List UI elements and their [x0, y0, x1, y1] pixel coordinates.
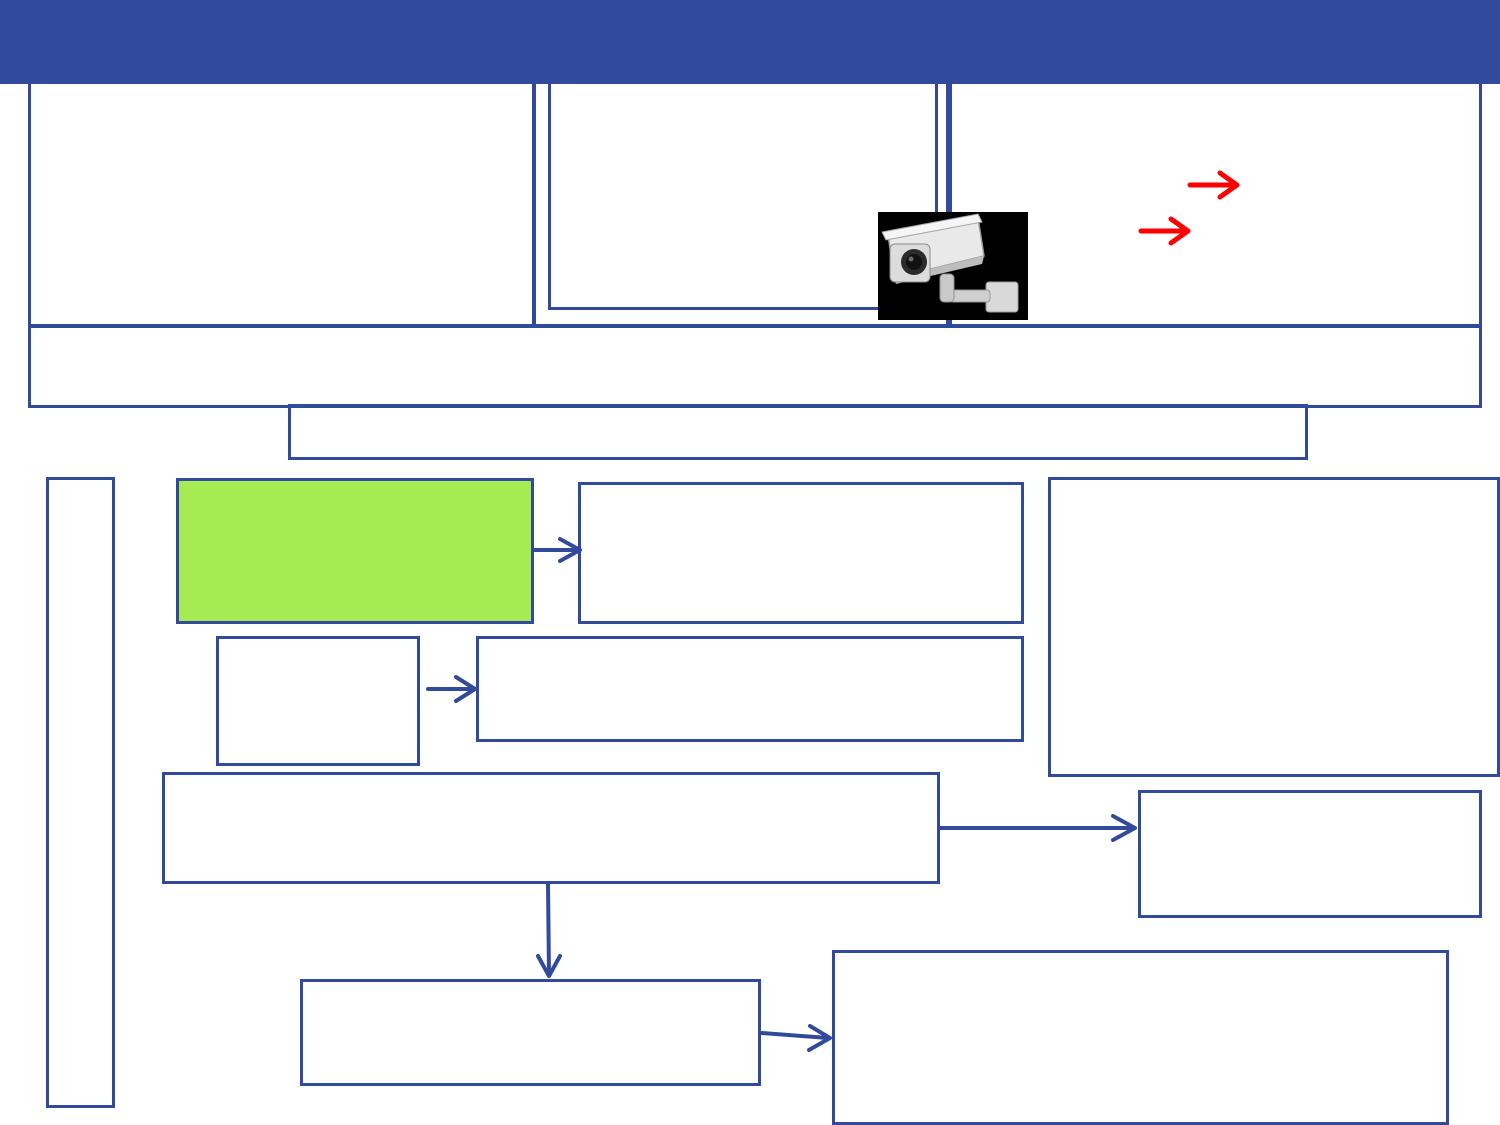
box-6 — [1138, 790, 1482, 918]
arrowhead-4 — [536, 954, 562, 978]
security-camera-icon — [881, 213, 1019, 313]
box-2 — [578, 482, 1024, 624]
arrowhead-1 — [558, 537, 582, 563]
highlight-box — [176, 478, 534, 624]
header-bar — [0, 0, 1500, 84]
arrow-box7-to-bottomright — [760, 1031, 830, 1040]
security-camera-image — [878, 212, 1028, 320]
top-left-panel — [28, 80, 536, 328]
arrowhead-5 — [807, 1024, 832, 1052]
bottom-right-box — [832, 950, 1449, 1125]
box-7 — [300, 979, 761, 1086]
banner-box — [28, 324, 1482, 408]
left-vertical-bar — [46, 477, 115, 1108]
subtitle-box — [288, 404, 1308, 460]
arrowhead-3 — [1111, 814, 1137, 842]
arrowhead-2 — [454, 675, 477, 703]
small-box — [216, 636, 420, 766]
top-middle-panel-inner — [548, 80, 938, 310]
wide-box — [162, 772, 940, 884]
arrow-wide-to-box7 — [546, 882, 551, 976]
box-4 — [476, 636, 1024, 742]
right-tall-box — [1048, 477, 1500, 777]
